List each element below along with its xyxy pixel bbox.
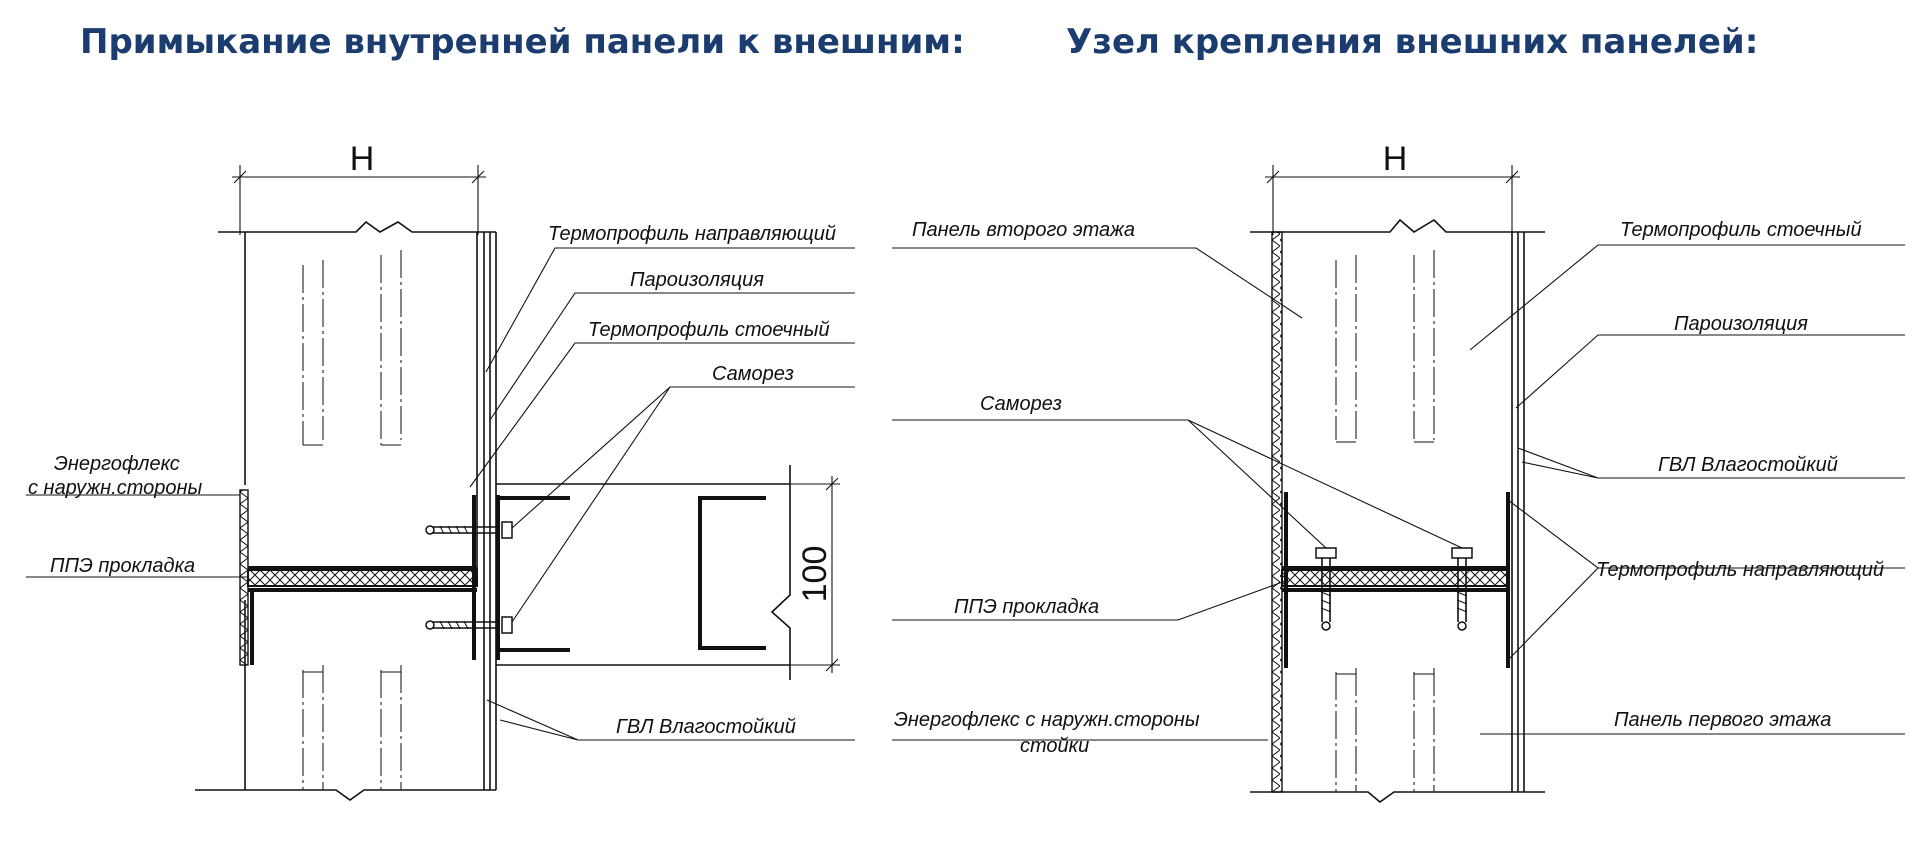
right-label-gvl: ГВЛ Влагостойкий: [1658, 454, 1838, 476]
left-label-drain-profile: Термопрофиль стоечный: [588, 319, 830, 341]
right-leaders: [892, 244, 1905, 741]
left-node: H: [26, 140, 855, 801]
left-screw-bottom: [425, 616, 513, 634]
right-dim-h-label: H: [1383, 140, 1408, 178]
right-label-vapor-barrier: Пароизоляция: [1674, 313, 1808, 335]
left-dim-100: 100: [790, 476, 840, 673]
right-dim-h: H: [1265, 140, 1520, 235]
left-gvl-boards: [483, 232, 497, 790]
right-upper-panel: [1250, 218, 1545, 793]
left-ppe-gasket: [247, 569, 478, 587]
left-inner-wall: [496, 465, 791, 680]
title-right: Узел крепления внешних панелей:: [1066, 22, 1759, 62]
title-left: Примыкание внутренней панели к внешним:: [80, 22, 965, 62]
right-lower-panel: [1250, 668, 1545, 804]
right-node: H: [892, 140, 1905, 804]
left-label-ppe-gasket: ППЭ прокладка: [50, 555, 195, 577]
left-label-guide-profile: Термопрофиль направляющий: [548, 223, 836, 245]
left-dim-h: H: [232, 140, 486, 235]
left-profile-flanges: [248, 566, 477, 592]
left-dim-h-label: H: [350, 140, 375, 178]
right-label-screw: Саморез: [980, 393, 1062, 415]
right-label-drain-profile: Термопрофиль стоечный: [1620, 219, 1862, 241]
right-label-panel-first-floor: Панель первого этажа: [1614, 709, 1831, 731]
right-profile-flanges: [1282, 566, 1508, 592]
right-label-energoflex-1: Энергофлекс с наружн.стороны: [894, 709, 1200, 731]
left-dim-100-label: 100: [796, 546, 834, 603]
right-label-energoflex-2: стойки: [1020, 735, 1089, 757]
left-label-energoflex-2: с наружн.стороны: [28, 477, 203, 499]
right-energoflex-strip: [1271, 231, 1283, 793]
right-label-panel-second-floor: Панель второго этажа: [912, 219, 1135, 241]
right-screw-right: [1451, 547, 1473, 631]
left-leaders: [26, 247, 855, 741]
left-label-gvl: ГВЛ Влагостойкий: [616, 716, 796, 738]
left-label-vapor-barrier: Пароизоляция: [630, 269, 764, 291]
right-ppe-gasket: [1281, 569, 1509, 587]
right-label-guide-profile: Термопрофиль направляющий: [1596, 559, 1884, 581]
left-label-energoflex-1: Энергофлекс: [54, 453, 180, 475]
left-upper-panel: [218, 220, 496, 580]
right-label-ppe-gasket: ППЭ прокладка: [954, 596, 1099, 618]
left-screw-top: [425, 521, 513, 539]
left-label-screw: Саморез: [712, 363, 794, 385]
